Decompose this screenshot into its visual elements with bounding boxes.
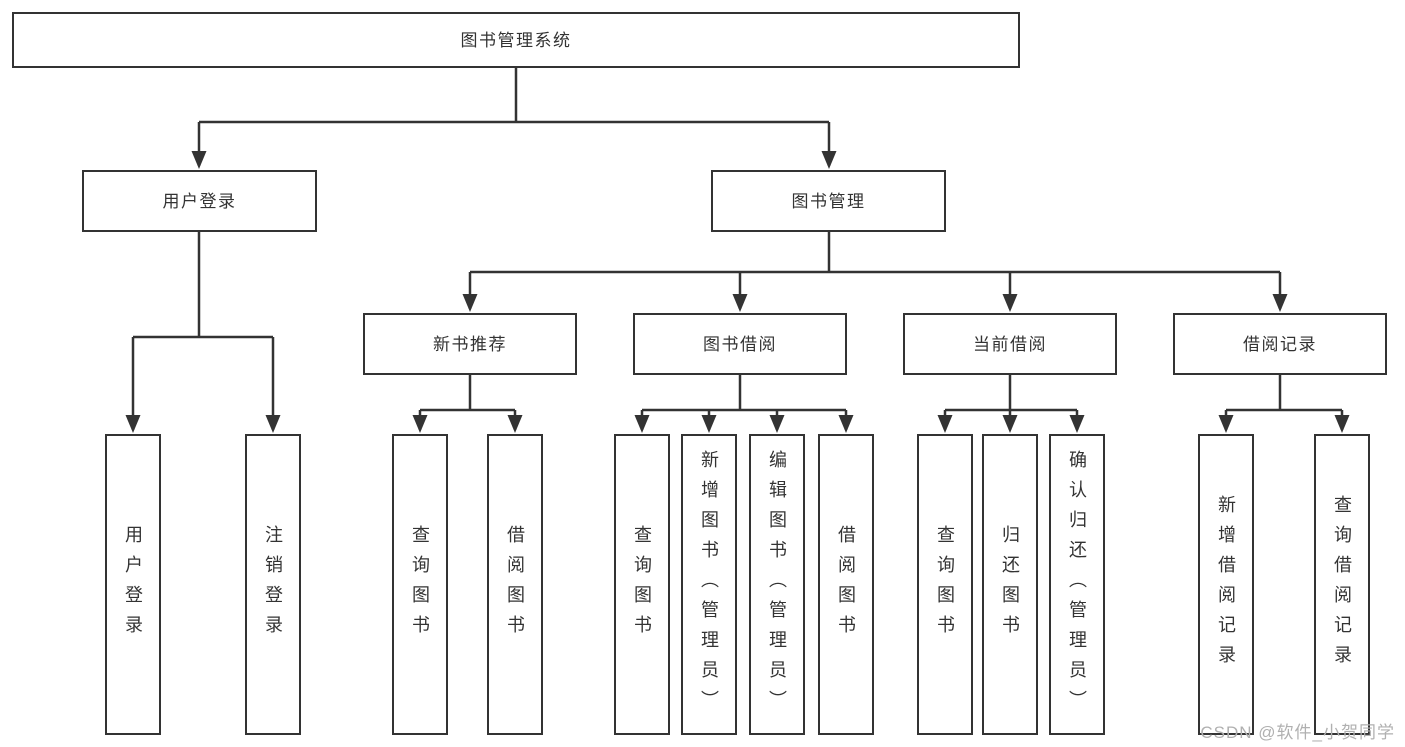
node-new-book-recommendation-label: 新书推荐	[433, 334, 507, 354]
leaf-nb-borrow-books-label: 借阅图书	[505, 524, 525, 645]
node-root: 图书管理系统	[12, 12, 1020, 68]
root-connectors	[191, 68, 837, 169]
node-borrowing-records: 借阅记录	[1173, 313, 1387, 375]
leaf-bb-query-books-label: 查询图书	[632, 524, 652, 645]
leaf-br-add-record: 新增借阅记录	[1198, 434, 1254, 735]
leaf-br-add-record-label: 新增借阅记录	[1216, 494, 1236, 675]
new-book-recommendation-connectors	[412, 375, 523, 433]
leaf-nb-query-books: 查询图书	[392, 434, 448, 735]
node-book-borrowing: 图书借阅	[633, 313, 847, 375]
leaf-bb-edit-book-admin: 编辑图书（管理员）	[749, 434, 805, 735]
node-new-book-recommendation: 新书推荐	[363, 313, 577, 375]
leaf-nb-borrow-books: 借阅图书	[487, 434, 543, 735]
node-current-borrowing-label: 当前借阅	[973, 334, 1047, 354]
leaf-nb-query-books-label: 查询图书	[410, 524, 430, 645]
leaf-cb-return-books: 归还图书	[982, 434, 1038, 735]
book-management-connectors	[462, 232, 1288, 312]
leaf-cb-query-books: 查询图书	[917, 434, 973, 735]
borrowing-records-connectors	[1218, 375, 1350, 433]
leaf-bb-add-book-admin: 新增图书（管理员）	[681, 434, 737, 735]
node-user-login-branch-label: 用户登录	[162, 191, 237, 211]
leaf-logout: 注销登录	[245, 434, 301, 735]
leaf-logout-label: 注销登录	[263, 524, 283, 645]
leaf-user-login-label: 用户登录	[123, 524, 143, 645]
node-user-login-branch: 用户登录	[82, 170, 317, 232]
leaf-bb-borrow-books-label: 借阅图书	[836, 524, 856, 645]
leaf-bb-edit-book-admin-label: 编辑图书（管理员）	[767, 449, 787, 720]
leaf-bb-query-books: 查询图书	[614, 434, 670, 735]
watermark: CSDN @软件_小贺同学	[1200, 723, 1395, 742]
node-current-borrowing: 当前借阅	[903, 313, 1117, 375]
leaf-br-query-record-label: 查询借阅记录	[1332, 494, 1352, 675]
leaf-cb-query-books-label: 查询图书	[935, 524, 955, 645]
book-borrowing-connectors	[634, 375, 854, 433]
current-borrowing-connectors	[937, 375, 1085, 433]
leaf-cb-confirm-return-admin: 确认归还（管理员）	[1049, 434, 1105, 735]
leaf-user-login: 用户登录	[105, 434, 161, 735]
node-book-management: 图书管理	[711, 170, 946, 232]
node-root-label: 图书管理系统	[460, 30, 572, 50]
leaf-cb-return-books-label: 归还图书	[1000, 524, 1020, 645]
leaf-bb-borrow-books: 借阅图书	[818, 434, 874, 735]
user-login-connectors	[125, 232, 281, 433]
node-book-borrowing-label: 图书借阅	[703, 334, 777, 354]
node-borrowing-records-label: 借阅记录	[1243, 334, 1317, 354]
leaf-cb-confirm-return-admin-label: 确认归还（管理员）	[1067, 449, 1087, 720]
leaf-bb-add-book-admin-label: 新增图书（管理员）	[699, 449, 719, 720]
leaf-br-query-record: 查询借阅记录	[1314, 434, 1370, 735]
node-book-management-label: 图书管理	[791, 191, 866, 211]
